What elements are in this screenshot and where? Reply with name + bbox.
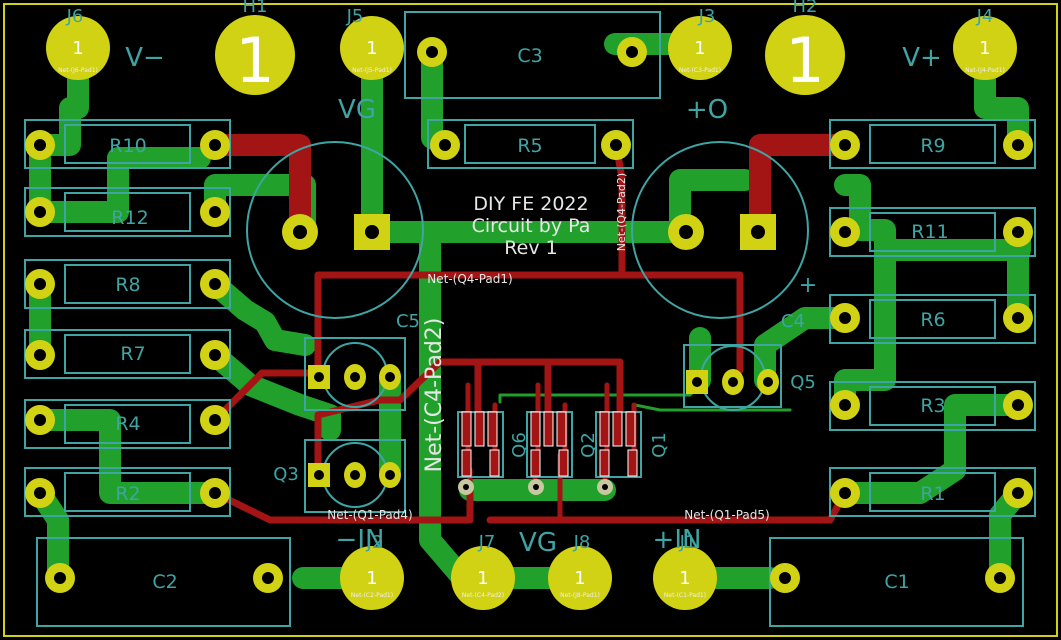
ref-r4: R4 <box>115 413 140 435</box>
ref-r11: R11 <box>911 221 948 243</box>
net-label-q1-pad5: Net-(Q1-Pad5) <box>684 508 769 522</box>
net-label-q1-pad4: Net-(Q1-Pad4) <box>327 508 412 522</box>
ref-c4: C4 <box>781 311 805 332</box>
reference-labels: J6 H1 J5 J3 H2 J4 J2 J7 J8 J1 R10 R12 R8… <box>66 0 994 593</box>
pad-number-j4: 1 <box>979 38 990 59</box>
pad-net-j7: Net-(C4-Pad2) <box>462 592 504 599</box>
mounting-hole-h1-number: 1 <box>235 24 274 97</box>
ref-c5: C5 <box>396 311 420 332</box>
ref-j7: J7 <box>478 532 496 553</box>
pad-number-j8: 1 <box>574 568 585 589</box>
ref-q1: Q1 <box>649 432 670 458</box>
label-plus-in: +IN <box>653 525 702 555</box>
label-v-minus: V− <box>125 43 165 73</box>
smd-pads <box>461 411 638 477</box>
ref-r5: R5 <box>517 135 542 157</box>
pad-net-names: Net-(J6-Pad1) Net-(J5-Pad1) Net-(C3-Pad1… <box>58 67 1005 599</box>
board-subtitle: Circuit by Pa <box>472 215 591 237</box>
ref-q5: Q5 <box>790 372 816 393</box>
pad-number-j5: 1 <box>366 38 377 59</box>
ref-j8: J8 <box>573 532 591 553</box>
pad-net-j1: Net-(C1-Pad1) <box>664 592 706 599</box>
ref-c1: C1 <box>884 571 909 593</box>
ref-r6: R6 <box>920 309 945 331</box>
label-vg-bottom: VG <box>519 528 557 558</box>
ref-h1: H1 <box>243 0 268 17</box>
ref-c2: C2 <box>152 571 177 593</box>
board-revision: Rev 1 <box>504 237 557 259</box>
ref-r1: R1 <box>920 483 945 505</box>
pad-number-j3: 1 <box>694 38 705 59</box>
ref-r3: R3 <box>920 395 945 417</box>
board-title: DIY FE 2022 <box>473 193 588 215</box>
net-label-c4-pad2: Net-(C4-Pad2) <box>422 318 447 473</box>
pad-net-j5: Net-(J5-Pad1) <box>352 67 392 74</box>
ref-q6: Q6 <box>509 432 530 458</box>
label-plus-mark: + <box>799 273 817 298</box>
ref-q2: Q2 <box>578 432 599 458</box>
board-outline <box>3 3 1058 637</box>
net-label-q4-pad1: Net-(Q4-Pad1) <box>427 272 512 286</box>
pad-net-j8: Net-(J8-Pad1) <box>560 592 600 599</box>
ref-j6: J6 <box>66 6 84 27</box>
pad-numbers: 1 1 1 1 1 1 1 1 1 1 <box>72 24 990 589</box>
pad-number-j1: 1 <box>679 568 690 589</box>
ref-r12: R12 <box>111 207 148 229</box>
ref-r10: R10 <box>109 135 146 157</box>
pad-number-j2: 1 <box>366 568 377 589</box>
bottom-copper-traces <box>204 134 856 243</box>
ref-j1: J1 <box>679 532 697 553</box>
label-minus-in: −IN <box>336 525 385 555</box>
ref-j3: J3 <box>698 6 716 27</box>
ref-q3: Q3 <box>273 464 299 485</box>
ref-j2: J2 <box>366 532 384 553</box>
pad-number-j7: 1 <box>477 568 488 589</box>
pad-number-j6: 1 <box>72 38 83 59</box>
net-labels: Net-(Q4-Pad1) Net-(Q4-Pad2) Net-(C4-Pad2… <box>327 173 769 522</box>
ref-r9: R9 <box>920 135 945 157</box>
board-title-block: DIY FE 2022 Circuit by Pa Rev 1 <box>472 193 591 259</box>
label-plus-o: +O <box>686 95 728 125</box>
ref-r2: R2 <box>115 483 140 505</box>
ref-r7: R7 <box>120 343 145 365</box>
through-hole-pads <box>25 15 1033 610</box>
ref-c3: C3 <box>517 45 542 67</box>
label-vg-top: VG <box>338 95 376 125</box>
pad-net-j3: Net-(C3-Pad1) <box>679 67 721 74</box>
pad-net-j6: Net-(J6-Pad1) <box>58 67 98 74</box>
ref-h2: H2 <box>793 0 818 17</box>
pad-net-j4: Net-(J4-Pad1) <box>965 67 1005 74</box>
pad-net-j2: Net-(C2-Pad1) <box>351 592 393 599</box>
ref-r8: R8 <box>115 274 140 296</box>
mounting-hole-h2-number: 1 <box>785 24 824 97</box>
ref-j4: J4 <box>976 6 994 27</box>
ref-j5: J5 <box>346 6 364 27</box>
label-v-plus: V+ <box>902 43 942 73</box>
net-label-q4-pad2: Net-(Q4-Pad2) <box>615 173 628 251</box>
